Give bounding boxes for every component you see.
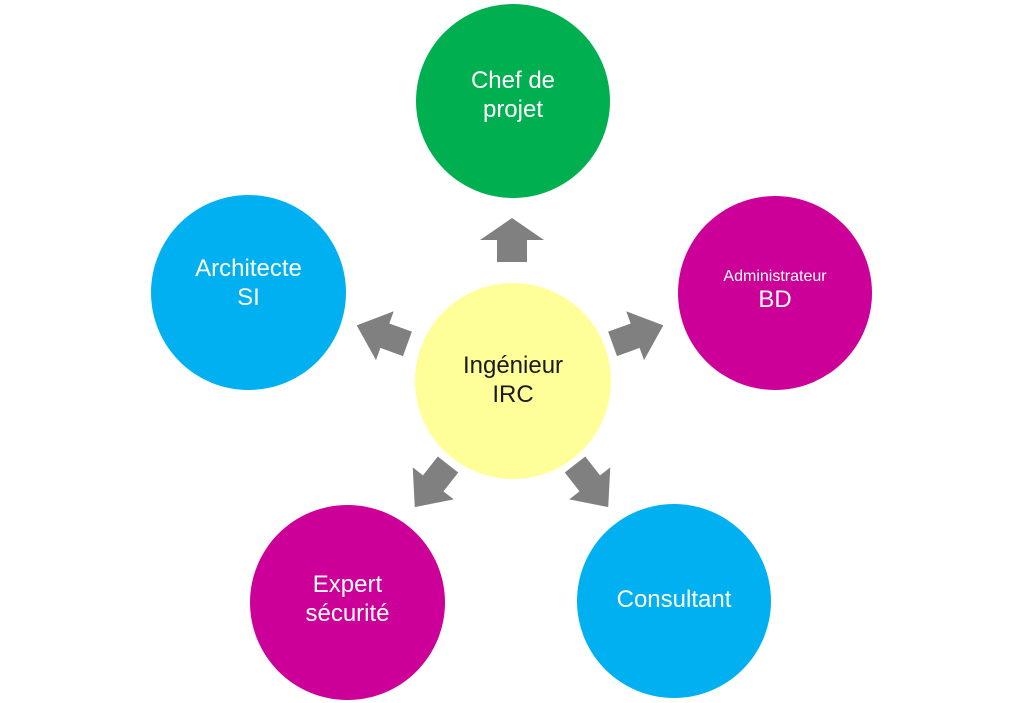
node-label-line1: Consultant [616,585,732,613]
node-label-line1: Ingénieur [462,352,564,380]
node-label-line2: projet [482,96,544,123]
node-ingenieur-irc: Ingénieur IRC [415,283,611,479]
node-label-line2: IRC [492,381,534,408]
node-label-line2: sécurité [305,599,390,627]
node-label-line1: Chef de [470,67,556,95]
node-label-line1: Architecte [195,254,302,282]
node-label-line1: Expert [312,570,383,598]
arrow-to-architect [356,311,412,361]
arrow-to-consultant [564,456,611,508]
arrow-to-admin [608,311,664,361]
node-label-line1: Administrateur [723,268,827,285]
node-label-line2: BD [758,286,792,314]
node-expert-securite: Expert sécurité [250,505,445,700]
node-consultant: Consultant [577,504,771,698]
arrow-to-expert [412,456,459,508]
arrow-to-chef [480,218,544,262]
node-chef-de-projet: Chef de projet [416,4,610,198]
node-administrateur-bd: Administrateur BD [678,196,872,390]
node-architecte-si: Architecte SI [151,195,346,390]
node-label-line2: SI [237,283,260,311]
